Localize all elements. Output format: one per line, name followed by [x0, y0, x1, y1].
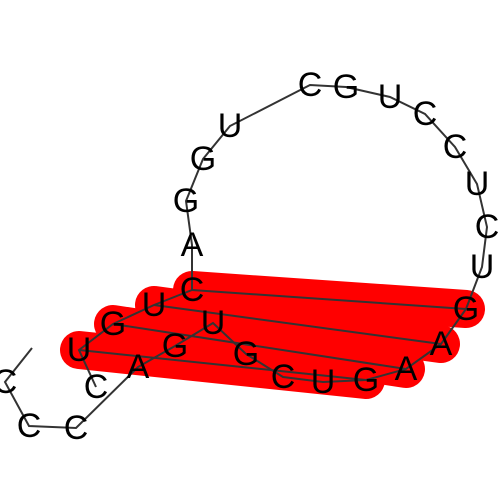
nucleotide-label: A	[127, 348, 150, 386]
nucleotide-label: C	[271, 358, 296, 396]
nucleotide-label: C	[0, 363, 17, 401]
nucleotide-label: C	[298, 66, 323, 104]
nucleotide-label: C	[180, 271, 205, 309]
nucleotide-label: U	[142, 286, 167, 324]
nucleotide-label: C	[413, 95, 438, 133]
nucleotide-label: U	[311, 363, 336, 401]
nucleotide-label: C	[17, 407, 42, 445]
nucleotide-label: G	[233, 335, 259, 373]
nucleotide-label: G	[190, 140, 216, 178]
nucleotide-label: U	[201, 304, 226, 342]
nucleotide-label: U	[67, 331, 92, 369]
nucleotide-label: C	[64, 409, 89, 447]
nucleotide-label: G	[333, 68, 359, 106]
nucleotide-label: C	[475, 208, 500, 246]
nucleotide-label: U	[465, 165, 490, 203]
nucleotide-label: U	[378, 78, 403, 116]
nucleotide-label: G	[162, 327, 188, 365]
sequence-backbone	[3, 83, 489, 430]
nucleotide-label: U	[218, 107, 243, 145]
base-pair-bond	[112, 323, 407, 370]
base-pair-bond	[78, 349, 367, 381]
nucleotide-label: G	[173, 182, 199, 220]
base-pair-bonds	[78, 289, 467, 381]
nucleotide-label: A	[395, 350, 418, 388]
nucleotide-label: G	[353, 361, 379, 399]
nucleotide-label: G	[453, 290, 479, 328]
base-pair-bond	[191, 289, 467, 310]
nucleotide-label: C	[84, 368, 109, 406]
nucleotide-label: C	[443, 128, 468, 166]
base-pair-bond	[153, 304, 442, 345]
nucleotide-label: U	[470, 248, 495, 286]
nucleotide-label: A	[430, 325, 453, 363]
nucleotide-label: A	[181, 226, 204, 264]
nucleotide-label: G	[100, 305, 126, 343]
